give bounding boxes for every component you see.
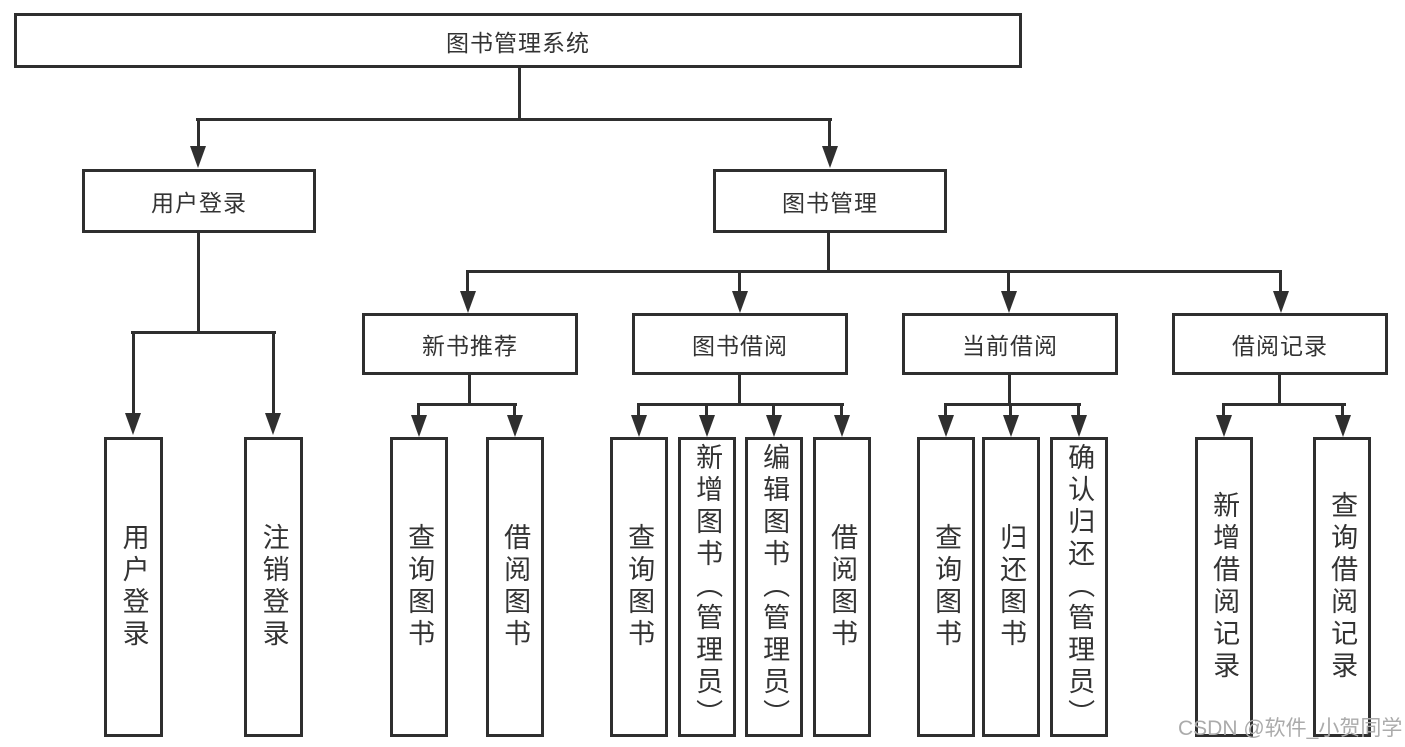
connector-line [944,403,1081,406]
leaf-edit-books-admin: 编辑图书（管理员） [745,437,803,737]
arrow-down-icon [699,415,715,437]
leaf-newbooks-query-label: 查询图书 [404,523,435,651]
connector-line [738,270,741,294]
arrow-down-icon [1001,291,1017,313]
connector-line [196,118,832,121]
connector-line [828,118,831,148]
leaf-query-borrow-record-label: 查询借阅记录 [1327,491,1358,683]
connector-line [466,270,1282,273]
leaf-add-borrow-record-label: 新增借阅记录 [1209,491,1240,683]
connector-line [1279,270,1282,294]
leaf-user-login: 用户登录 [104,437,163,737]
leaf-add-borrow-record: 新增借阅记录 [1195,437,1253,737]
arrow-down-icon [1273,291,1289,313]
connector-line [417,403,517,406]
arrow-down-icon [507,415,523,437]
arrow-down-icon [1216,415,1232,437]
arrow-down-icon [125,413,141,435]
arrow-down-icon [411,415,427,437]
arrow-down-icon [460,291,476,313]
arrow-down-icon [822,146,838,168]
arrow-down-icon [1071,415,1087,437]
arrow-down-icon [938,415,954,437]
leaf-borrow-books: 借阅图书 [813,437,871,737]
node-book-management: 图书管理 [713,169,947,233]
arrow-down-icon [631,415,647,437]
connector-line [705,403,708,418]
arrow-down-icon [265,413,281,435]
connector-line [468,373,471,405]
connector-line [197,231,200,333]
node-root-label: 图书管理系统 [446,29,590,56]
connector-line [1222,403,1346,406]
connector-line [1007,270,1010,294]
leaf-borrow-query-books-label: 查询图书 [624,523,655,651]
arrow-down-icon [190,146,206,168]
node-current-borrow-label: 当前借阅 [962,333,1058,359]
arrow-down-icon [1003,415,1019,437]
node-new-book-recommend: 新书推荐 [362,313,578,375]
node-borrow-records: 借阅记录 [1172,313,1388,375]
leaf-current-query-books: 查询图书 [917,437,975,737]
connector-line [738,373,741,405]
node-current-borrow: 当前借阅 [902,313,1118,375]
leaf-current-query-books-label: 查询图书 [931,523,962,651]
connector-line [1008,373,1011,405]
arrow-down-icon [1335,415,1351,437]
connector-line [637,403,640,418]
leaf-borrow-query-books: 查询图书 [610,437,668,737]
leaf-newbooks-query: 查询图书 [390,437,448,737]
connector-line [944,403,947,418]
node-book-management-label: 图书管理 [782,190,878,216]
node-user-login: 用户登录 [82,169,316,233]
connector-line [827,231,830,272]
connector-line [1278,373,1281,405]
connector-line [1341,403,1344,418]
leaf-borrow-books-label: 借阅图书 [827,523,858,651]
connector-line [132,331,135,414]
node-borrow-records-label: 借阅记录 [1232,333,1328,359]
connector-line [840,403,843,418]
connector-line [1077,403,1080,418]
connector-line [1222,403,1225,418]
arrow-down-icon [732,291,748,313]
connector-line [417,403,420,418]
leaf-logout: 注销登录 [244,437,303,737]
leaf-return-books: 归还图书 [982,437,1040,737]
node-new-book-recommend-label: 新书推荐 [422,333,518,359]
node-root: 图书管理系统 [14,13,1022,68]
leaf-newbooks-borrow: 借阅图书 [486,437,544,737]
connector-line [518,66,521,120]
leaf-query-borrow-record: 查询借阅记录 [1313,437,1371,737]
arrow-down-icon [834,415,850,437]
leaf-user-login-label: 用户登录 [118,523,149,651]
connector-line [1009,403,1012,418]
leaf-add-books-admin: 新增图书（管理员） [678,437,736,737]
connector-line [637,403,844,406]
leaf-confirm-return-admin-label: 确认归还（管理员） [1064,443,1095,731]
csdn-watermark: CSDN @软件_小贺同学 [1178,717,1403,740]
node-book-borrow-label: 图书借阅 [692,333,788,359]
leaf-logout-label: 注销登录 [258,523,289,651]
connector-line [131,331,276,334]
arrow-down-icon [766,415,782,437]
connector-line [197,118,200,148]
node-book-borrow: 图书借阅 [632,313,848,375]
node-user-login-label: 用户登录 [151,190,247,216]
leaf-edit-books-admin-label: 编辑图书（管理员） [759,443,790,731]
connector-line [772,403,775,418]
leaf-confirm-return-admin: 确认归还（管理员） [1050,437,1108,737]
connector-line [513,403,516,418]
leaf-newbooks-borrow-label: 借阅图书 [500,523,531,651]
leaf-return-books-label: 归还图书 [996,523,1027,651]
leaf-add-books-admin-label: 新增图书（管理员） [692,443,723,731]
connector-line [272,331,275,414]
connector-line [466,270,469,294]
